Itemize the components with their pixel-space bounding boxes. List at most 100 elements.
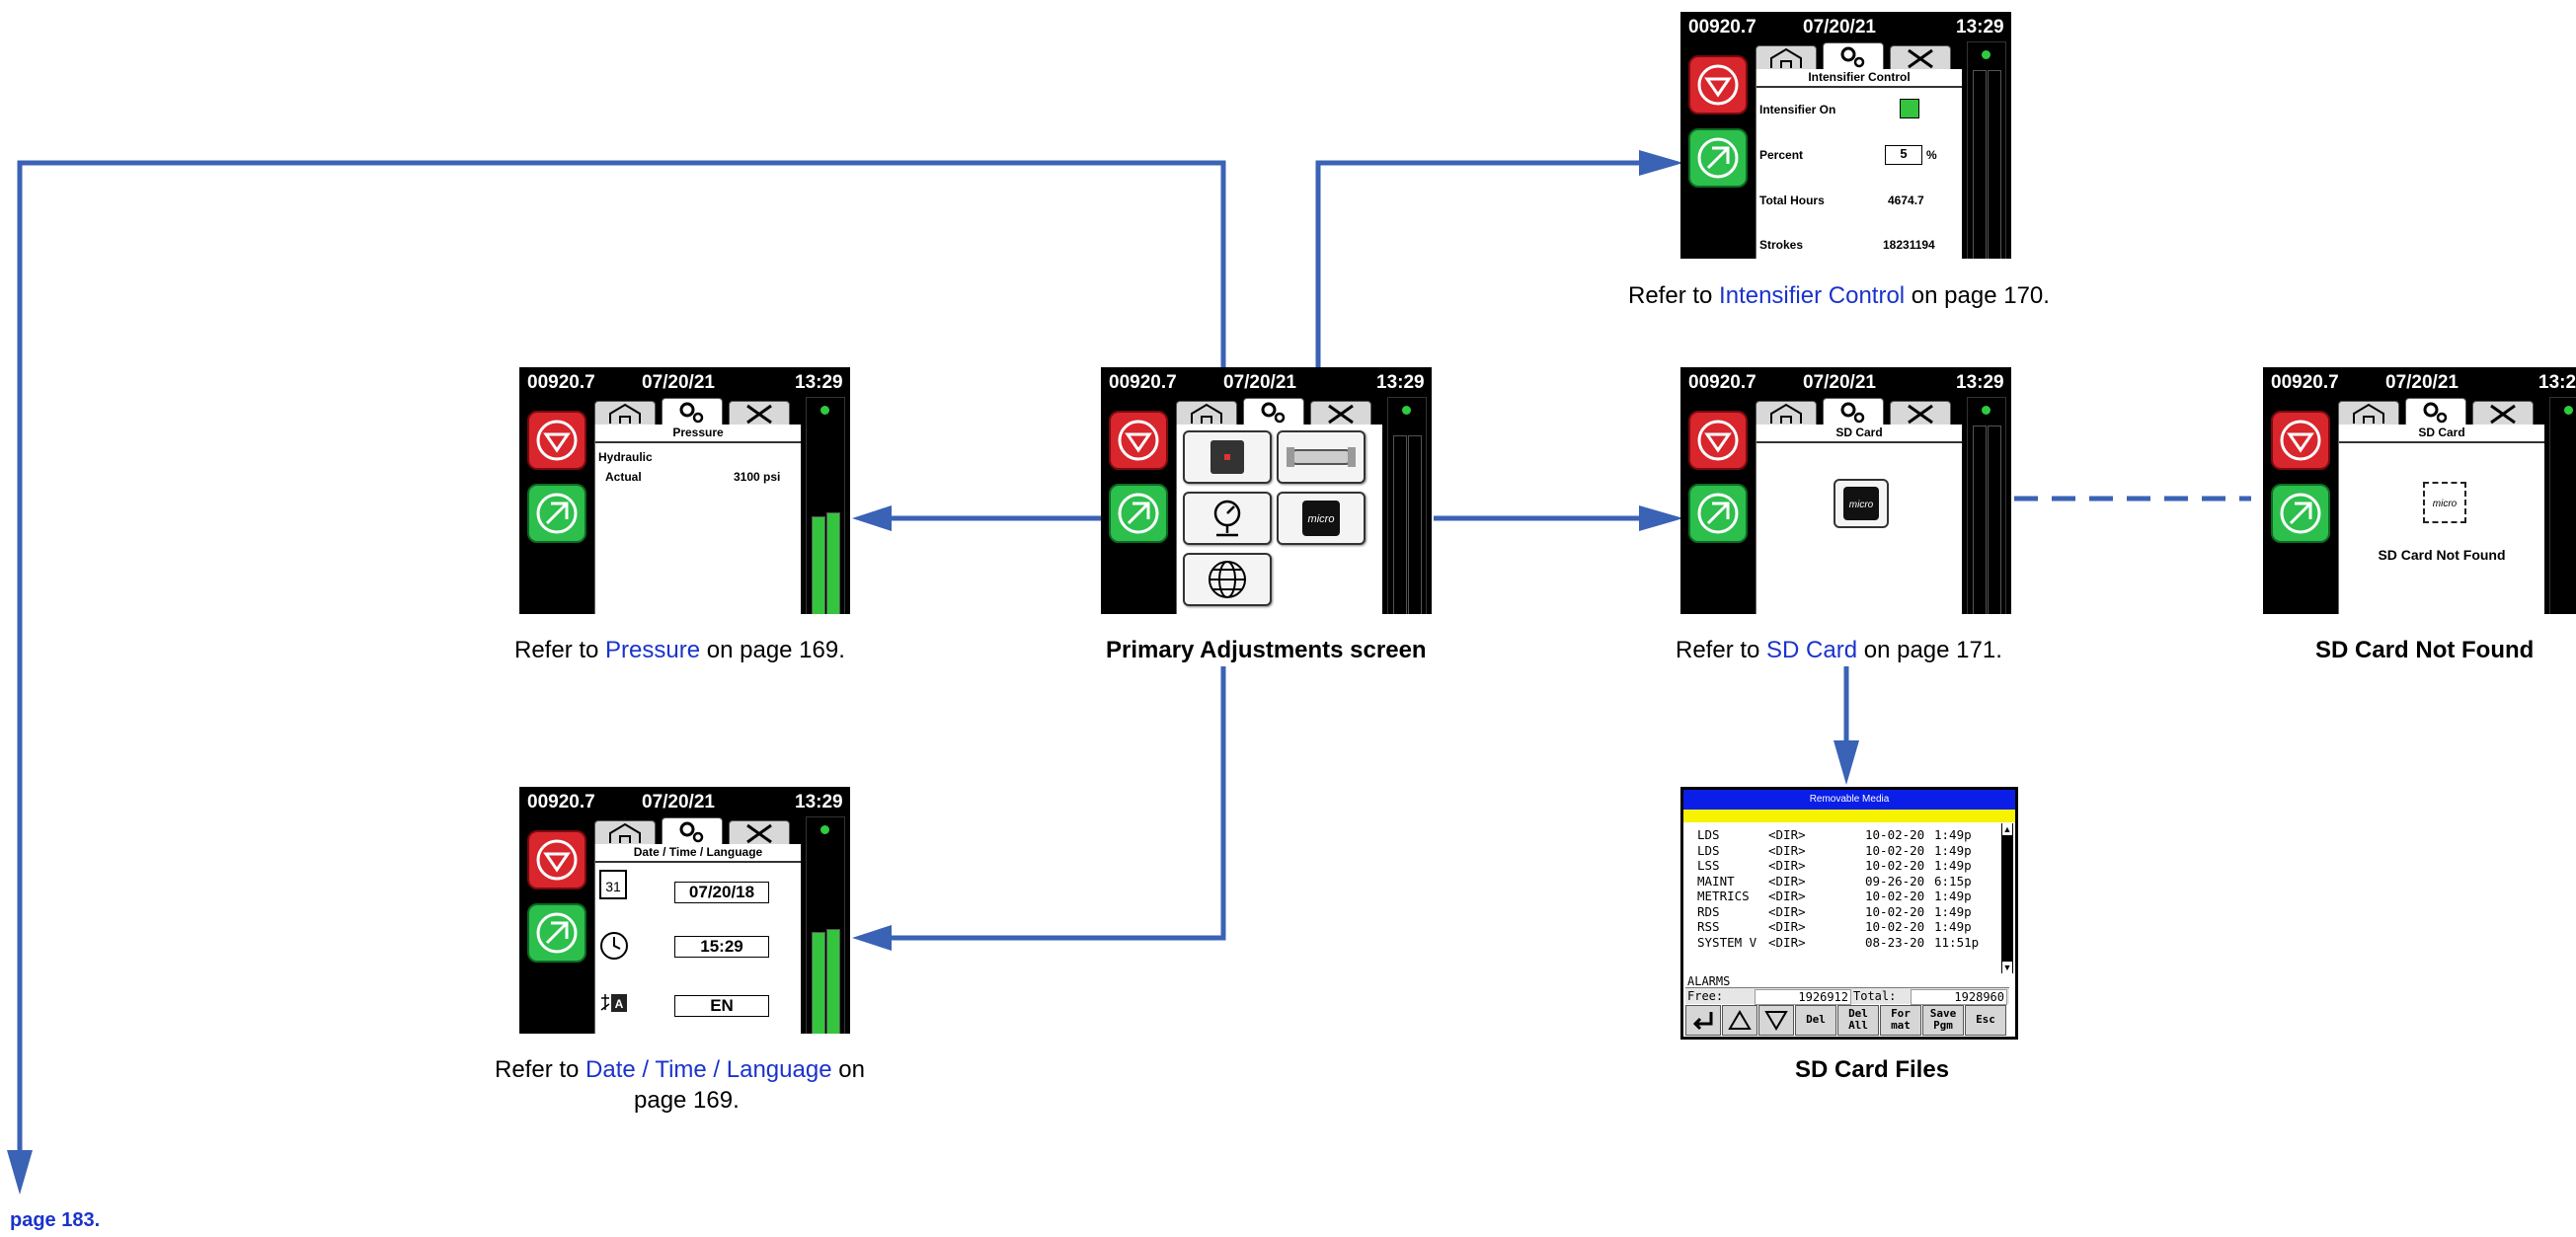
tab-setup[interactable]	[1243, 398, 1304, 425]
sd-card-button[interactable]: micro	[1834, 479, 1889, 528]
caption-text: Refer to	[1628, 282, 1719, 309]
pressure-button[interactable]	[1277, 430, 1366, 484]
tab-setup[interactable]	[1823, 398, 1884, 425]
file-list-scrollbar[interactable]: ▲ ▼	[2001, 823, 2013, 973]
status-bar: 00920.7 07/20/21 13:29	[1101, 367, 1432, 397]
svg-text:micro: micro	[1849, 500, 1874, 510]
caption-text: Refer to	[514, 637, 605, 663]
enter-button[interactable]	[1685, 1005, 1721, 1036]
globe-icon	[1185, 555, 1270, 604]
home-icon	[1756, 46, 1816, 70]
scroll-down-icon[interactable]: ▼	[2002, 962, 2012, 973]
date-time-language-button[interactable]	[1183, 553, 1272, 606]
tab-home[interactable]	[1756, 401, 1817, 425]
stop-button[interactable]	[2271, 411, 2330, 470]
percent-input[interactable]: 5	[1885, 145, 1922, 165]
tab-home[interactable]	[1176, 401, 1237, 425]
stop-button[interactable]	[527, 411, 586, 470]
tools-icon	[1891, 46, 1950, 70]
tab-tools[interactable]	[1310, 401, 1371, 425]
stop-button[interactable]	[1688, 411, 1748, 470]
tab-home[interactable]	[2338, 401, 2399, 425]
link-date-time-language[interactable]: Date / Time / Language	[585, 1056, 832, 1083]
start-button[interactable]	[1688, 128, 1748, 188]
stop-button[interactable]	[1688, 55, 1748, 115]
down-button[interactable]	[1758, 1005, 1794, 1036]
tab-setup[interactable]	[662, 398, 723, 425]
stop-button[interactable]	[527, 830, 586, 889]
caption-pressure: Refer to Pressure on page 169.	[514, 637, 845, 664]
link-pressure[interactable]: Pressure	[605, 637, 700, 663]
svg-text:A: A	[615, 997, 624, 1011]
del-button[interactable]: Del	[1795, 1005, 1836, 1036]
del-all-button[interactable]: Del All	[1837, 1005, 1879, 1036]
tab-tools[interactable]	[729, 401, 790, 425]
tab-setup[interactable]	[2405, 398, 2466, 425]
status-date: 07/20/21	[1223, 372, 1296, 394]
up-button[interactable]	[1722, 1005, 1757, 1036]
tab-home[interactable]	[594, 401, 656, 425]
sd-card-button[interactable]: micro	[1277, 492, 1366, 545]
tab-setup[interactable]	[1823, 42, 1884, 70]
for-mat-button[interactable]: For mat	[1880, 1005, 1921, 1036]
tab-tools[interactable]	[729, 820, 790, 845]
link-sd-card[interactable]: SD Card	[1766, 637, 1857, 663]
status-led	[1402, 406, 1411, 415]
panel-title: SD Card	[2339, 425, 2544, 443]
start-button[interactable]	[2271, 484, 2330, 543]
start-button[interactable]	[527, 484, 586, 543]
start-button[interactable]	[1109, 484, 1168, 543]
file-time: 1:49p	[1934, 827, 1972, 843]
tab-setup[interactable]	[662, 817, 723, 845]
intensifier-control-button[interactable]	[1183, 430, 1272, 484]
save-pgm-button[interactable]: Save Pgm	[1922, 1005, 1964, 1036]
caption-text: Refer to	[1676, 637, 1766, 663]
tab-tools[interactable]	[1890, 401, 1951, 425]
tab-tools[interactable]	[2472, 401, 2534, 425]
scroll-up-icon[interactable]: ▲	[2002, 823, 2012, 835]
file-time: 6:15p	[1934, 874, 1972, 889]
total-hours-value: 4674.7	[1888, 193, 1924, 207]
file-date: 10-02-20	[1865, 889, 1924, 904]
status-bar: 00920.7 07/20/21 13:29	[1680, 367, 2011, 397]
file-name: LSS	[1697, 858, 1720, 874]
time-input[interactable]: 15:29	[674, 936, 769, 958]
start-button[interactable]	[1688, 484, 1748, 543]
file-type: <DIR>	[1768, 889, 1806, 904]
file-date: 10-02-20	[1865, 843, 1924, 859]
stop-button[interactable]	[1109, 411, 1168, 470]
date-input[interactable]: 07/20/18	[674, 882, 769, 903]
hour-meter: 00920.7	[1688, 17, 1756, 39]
esc-button[interactable]: Esc	[1965, 1005, 2006, 1036]
status-bar: 00920.7 07/20/21 13:29	[1680, 12, 2011, 41]
language-input[interactable]: EN	[674, 995, 769, 1017]
free-space-bar: Free: 1926912 Total: 1928960	[1685, 987, 2009, 1004]
gauge-button[interactable]	[1183, 492, 1272, 545]
tab-tools[interactable]	[1890, 45, 1951, 70]
tab-home[interactable]	[1756, 45, 1817, 70]
strokes-label: Strokes	[1759, 238, 1803, 252]
file-name: RDS	[1697, 904, 1720, 920]
tab-home[interactable]	[594, 820, 656, 845]
page-183-reference[interactable]: page 183.	[10, 1209, 100, 1232]
percent-unit: %	[1926, 148, 1937, 162]
intensifier-on-checkbox[interactable]	[1900, 99, 1919, 118]
file-date: 10-02-20	[1865, 919, 1924, 935]
link-intensifier-control[interactable]: Intensifier Control	[1719, 282, 1905, 309]
sd-not-found-panel: SD Card micro SD Card Not Found	[2338, 425, 2544, 614]
start-button[interactable]	[527, 903, 586, 963]
bar-b	[826, 512, 840, 614]
status-led	[2564, 406, 2573, 415]
status-bar: 00920.7 07/20/21 13:29	[519, 787, 850, 816]
caption-date-time-line2: page 169.	[634, 1087, 740, 1115]
settings-gears-icon	[663, 818, 722, 845]
